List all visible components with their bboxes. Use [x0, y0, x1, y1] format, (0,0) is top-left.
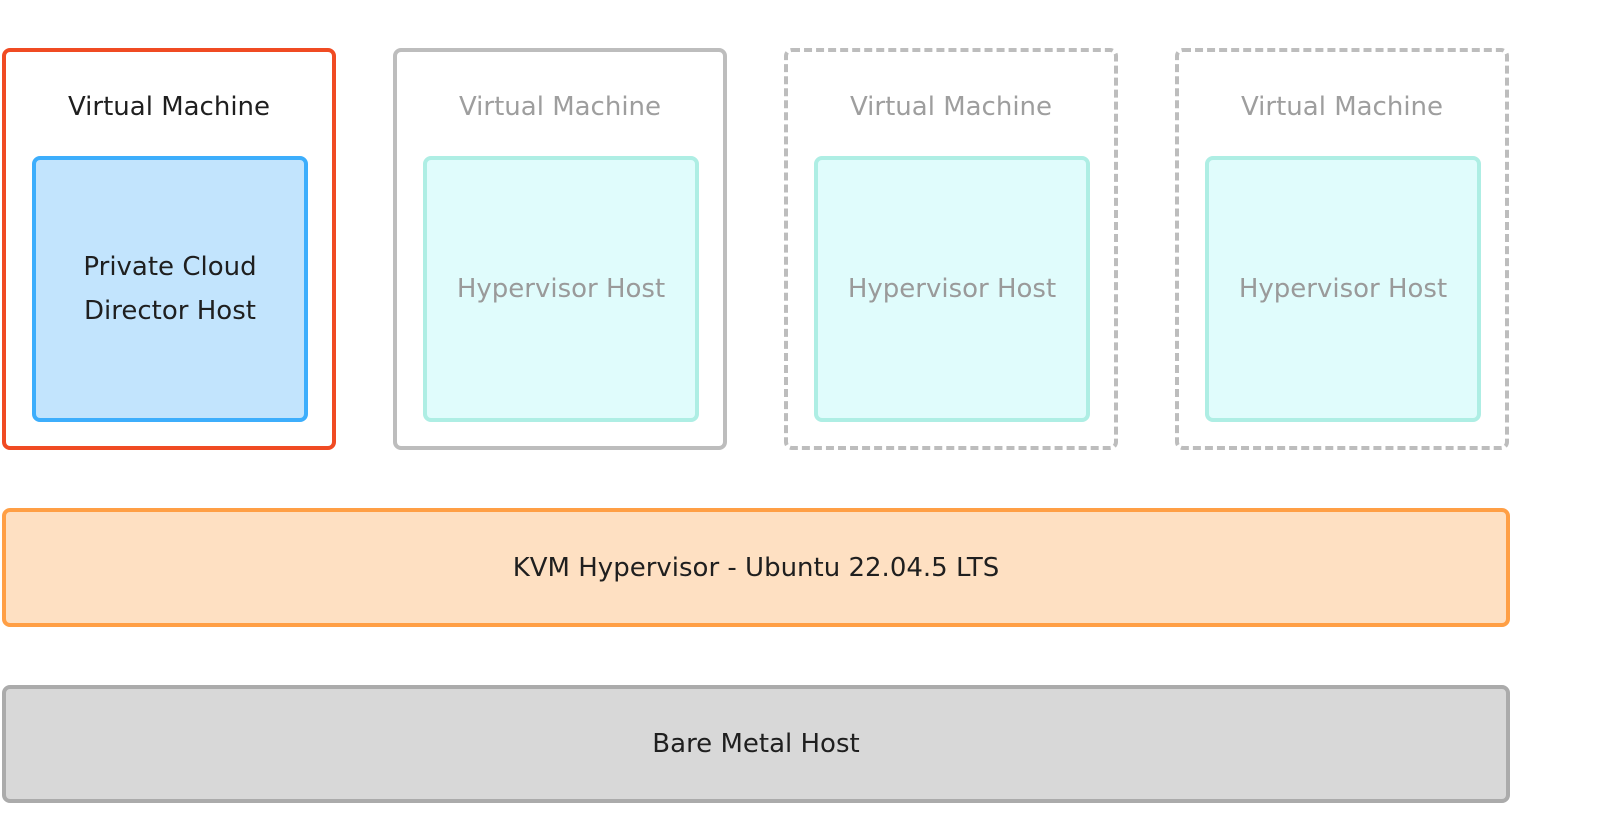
bare-metal-label: Bare Metal Host	[652, 729, 860, 759]
vm-title: Virtual Machine	[67, 92, 271, 122]
hypervisor-host: Hypervisor Host	[423, 156, 699, 422]
kvm-hypervisor-layer: KVM Hypervisor - Ubuntu 22.04.5 LTS	[2, 508, 1510, 627]
vm-box-hypervisor-3: Virtual Machine Hypervisor Host	[1175, 48, 1509, 450]
kvm-hypervisor-label: KVM Hypervisor - Ubuntu 22.04.5 LTS	[512, 552, 1000, 583]
hypervisor-host: Hypervisor Host	[814, 156, 1090, 422]
vm-title: Virtual Machine	[849, 92, 1053, 122]
vm-box-hypervisor-1: Virtual Machine Hypervisor Host	[393, 48, 727, 450]
vm-title: Virtual Machine	[458, 92, 662, 122]
bare-metal-layer: Bare Metal Host	[2, 685, 1510, 803]
private-cloud-director-host: Private Cloud Director Host	[32, 156, 308, 422]
vm-box-director: Virtual Machine Private Cloud Director H…	[2, 48, 336, 450]
vm-title: Virtual Machine	[1240, 92, 1444, 122]
hypervisor-host: Hypervisor Host	[1205, 156, 1481, 422]
vm-box-hypervisor-2: Virtual Machine Hypervisor Host	[784, 48, 1118, 450]
